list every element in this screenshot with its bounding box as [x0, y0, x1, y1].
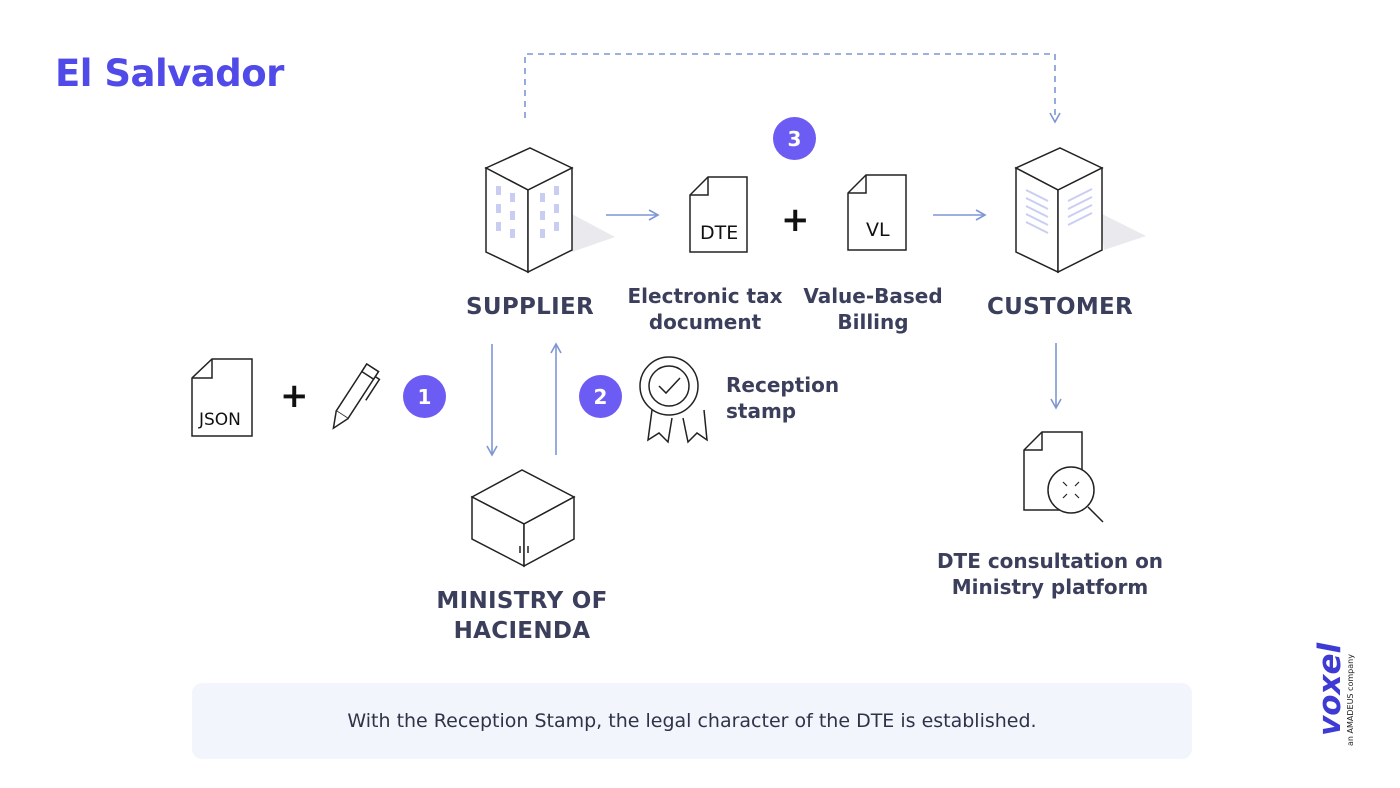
json-tag: JSON — [199, 410, 241, 430]
brand-logo: voxel — [1312, 642, 1348, 736]
reception-stamp-icon — [639, 356, 708, 444]
plus-sign: + — [280, 376, 309, 416]
pen-icon — [332, 362, 381, 430]
vl-document-icon — [847, 174, 907, 251]
step-badge-2: 2 — [579, 375, 622, 418]
dashed-connector-arrow — [524, 53, 1061, 124]
consultation-search-icon — [1023, 431, 1104, 523]
brand-tagline: an AMADEUS company — [1346, 654, 1355, 746]
plus-sign: + — [781, 200, 810, 240]
dte-tag: DTE — [700, 222, 739, 244]
footer-note: With the Reception Stamp, the legal char… — [192, 683, 1192, 759]
json-document-icon — [191, 358, 253, 437]
page-title: El Salvador — [55, 52, 284, 95]
vl-tag: VL — [866, 219, 890, 241]
step-badge-1: 1 — [403, 375, 446, 418]
customer-building-icon — [1014, 147, 1146, 274]
step-badge-3: 3 — [773, 117, 816, 160]
dte-document-icon — [689, 176, 748, 253]
customer-label: CUSTOMER — [986, 294, 1134, 320]
supplier-building-icon — [484, 147, 615, 274]
supplier-label: SUPPLIER — [466, 294, 594, 320]
ministry-box-icon — [470, 469, 576, 568]
